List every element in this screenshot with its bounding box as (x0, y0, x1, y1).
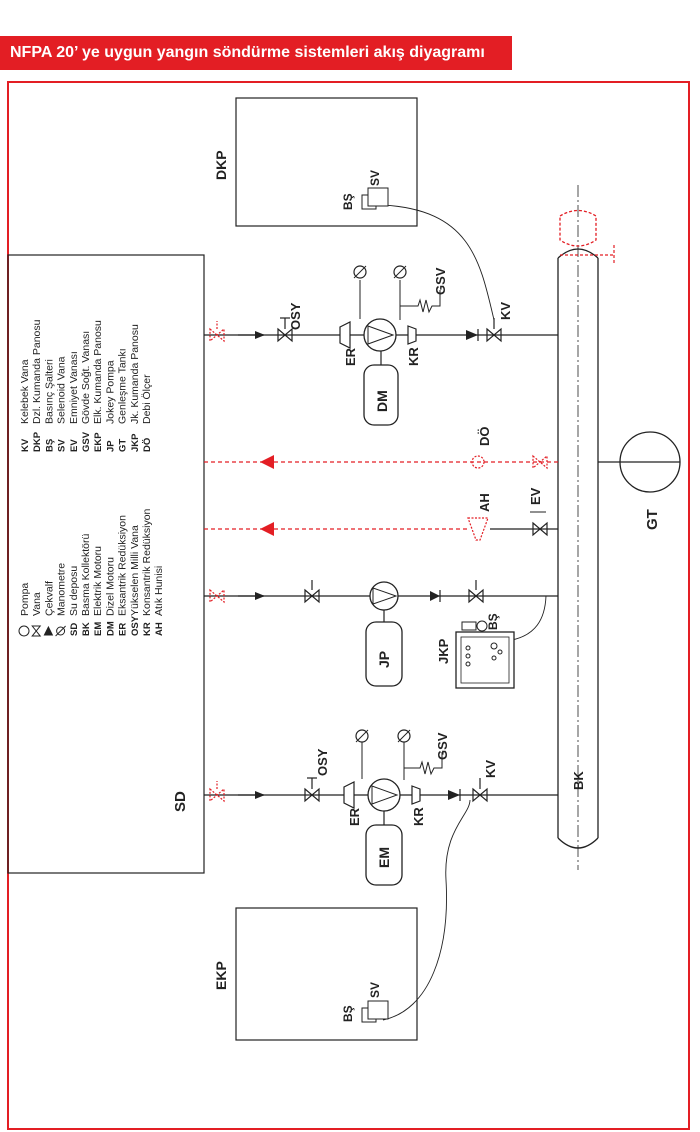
legend-symbol-text: Atık Hunisi (153, 566, 165, 616)
pump-icon (18, 625, 30, 637)
legend-code-text: Jk. Kumanda Panosu (129, 324, 141, 424)
legend-code-text: Debi Ölçer (141, 374, 153, 424)
relief-line (204, 511, 558, 541)
legend-symbol-code: KR (142, 622, 153, 636)
bs-label-dkp: BŞ (341, 193, 355, 210)
legend-symbol-text: Dizel Motoru (104, 557, 116, 616)
dkp-label: DKP (213, 150, 229, 180)
jockey-pump-icon (369, 581, 399, 611)
osy-label-bottom: OSY (315, 748, 330, 776)
gsv-label-top: GSV (433, 267, 448, 295)
legend-symbol-text: Pompa (19, 583, 31, 616)
kv-label-bottom: KV (483, 760, 498, 778)
legend-code-text: Elk. Kumanda Panosu (92, 320, 104, 424)
legend-code: JKP (130, 433, 141, 452)
legend-code: DKP (32, 431, 43, 452)
legend-symbol-code: ER (118, 623, 129, 636)
dkp-signal-line (382, 204, 495, 321)
legend-code-text: Selenoid Vana (56, 356, 68, 424)
legend-symbol-text: Eksantrik Redüksiyon (117, 515, 129, 616)
legend-code: SV (57, 439, 68, 452)
jkp-label: JKP (436, 638, 451, 664)
electric-pump-icon (367, 778, 401, 812)
sv-label-ekp: SV (368, 982, 382, 998)
ah-label: AH (477, 493, 492, 512)
legend-symbol-text: Çekvalf (43, 581, 55, 616)
ekp-panel (235, 907, 418, 1041)
legend-code: GSV (81, 431, 92, 452)
bs-label-jkp: BŞ (486, 613, 500, 630)
manometer-icon (55, 625, 66, 637)
legend-symbol-code: DM (105, 621, 116, 636)
dm-label: DM (374, 390, 390, 412)
legend-code-text: Jokey Pompa (104, 360, 116, 424)
bk-label: BK (571, 771, 586, 790)
collector-pipe (557, 185, 615, 870)
legend-symbol-code: AH (154, 622, 165, 636)
legend-code: KV (20, 438, 31, 452)
legend-symbol-code: BK (81, 622, 92, 636)
er-label-top: ER (343, 347, 358, 366)
legend-symbol-text: Vana (31, 592, 43, 616)
legend-code: BŞ (44, 439, 55, 452)
legend-symbol-text: Elektrik Motoru (92, 546, 104, 616)
jp-label: JP (376, 651, 392, 668)
legend-code-text: Kelebek Vana (19, 359, 31, 424)
legend-symbol-code: OSY (130, 615, 141, 636)
legend-symbol-text: Basma Kollektörü (80, 534, 92, 616)
legend-symbol-code: EM (93, 622, 104, 636)
diesel-pump-line (204, 265, 558, 426)
valve-icon (31, 625, 42, 637)
bs-label-ekp: BŞ (341, 1005, 355, 1022)
legend-code: JP (105, 440, 116, 452)
do-label: DÖ (477, 427, 492, 447)
legend-symbol-text: Su deposu (68, 566, 80, 616)
osy-label-top: OSY (288, 302, 303, 330)
ev-label: EV (528, 487, 543, 505)
legend-code: EKP (93, 432, 104, 452)
legend-symbol-text: Manometre (56, 563, 68, 616)
ekp-signal-line (382, 799, 471, 1021)
legend-code: DÖ (142, 438, 153, 452)
legend-code-text: Emniyet Vanası (68, 351, 80, 424)
legend-code-text: Basınç Şalteri (43, 359, 55, 424)
legend-code: EV (69, 439, 80, 452)
electric-pump-line (204, 729, 558, 886)
kr-label-bottom: KR (411, 807, 426, 826)
kr-label-top: KR (406, 347, 421, 366)
dkp-panel (235, 97, 418, 227)
sd-label: SD (172, 791, 189, 812)
kv-label-top: KV (498, 302, 513, 320)
gsv-label-bottom: GSV (435, 732, 450, 760)
gt-label: GT (644, 509, 661, 530)
er-label-bottom: ER (347, 807, 362, 826)
legend-code-text: Gövde Soğt. Vanası (80, 331, 92, 424)
check-valve-icon (43, 625, 54, 636)
jkp-panel (455, 631, 515, 689)
page-title: NFPA 20’ ye uygun yangın söndürme sistem… (0, 36, 512, 70)
legend-code: GT (118, 439, 129, 452)
legend-symbol-text: Yükselen Milli Vana (129, 525, 141, 616)
em-label: EM (376, 847, 392, 868)
legend-code-text: Genleşme Tankı (117, 348, 129, 424)
jockey-pump-line (204, 580, 558, 689)
ekp-label: EKP (213, 961, 229, 990)
sd-tank (7, 254, 205, 874)
flowmeter-line (204, 455, 558, 469)
diesel-pump-icon (363, 318, 397, 352)
legend-code-text: Dzl. Kumanda Panosu (31, 319, 43, 424)
legend-symbol-code: SD (69, 623, 80, 636)
sv-label-dkp: SV (368, 170, 382, 186)
legend-symbol-text: Konsantrik Redüksiyon (141, 508, 153, 616)
